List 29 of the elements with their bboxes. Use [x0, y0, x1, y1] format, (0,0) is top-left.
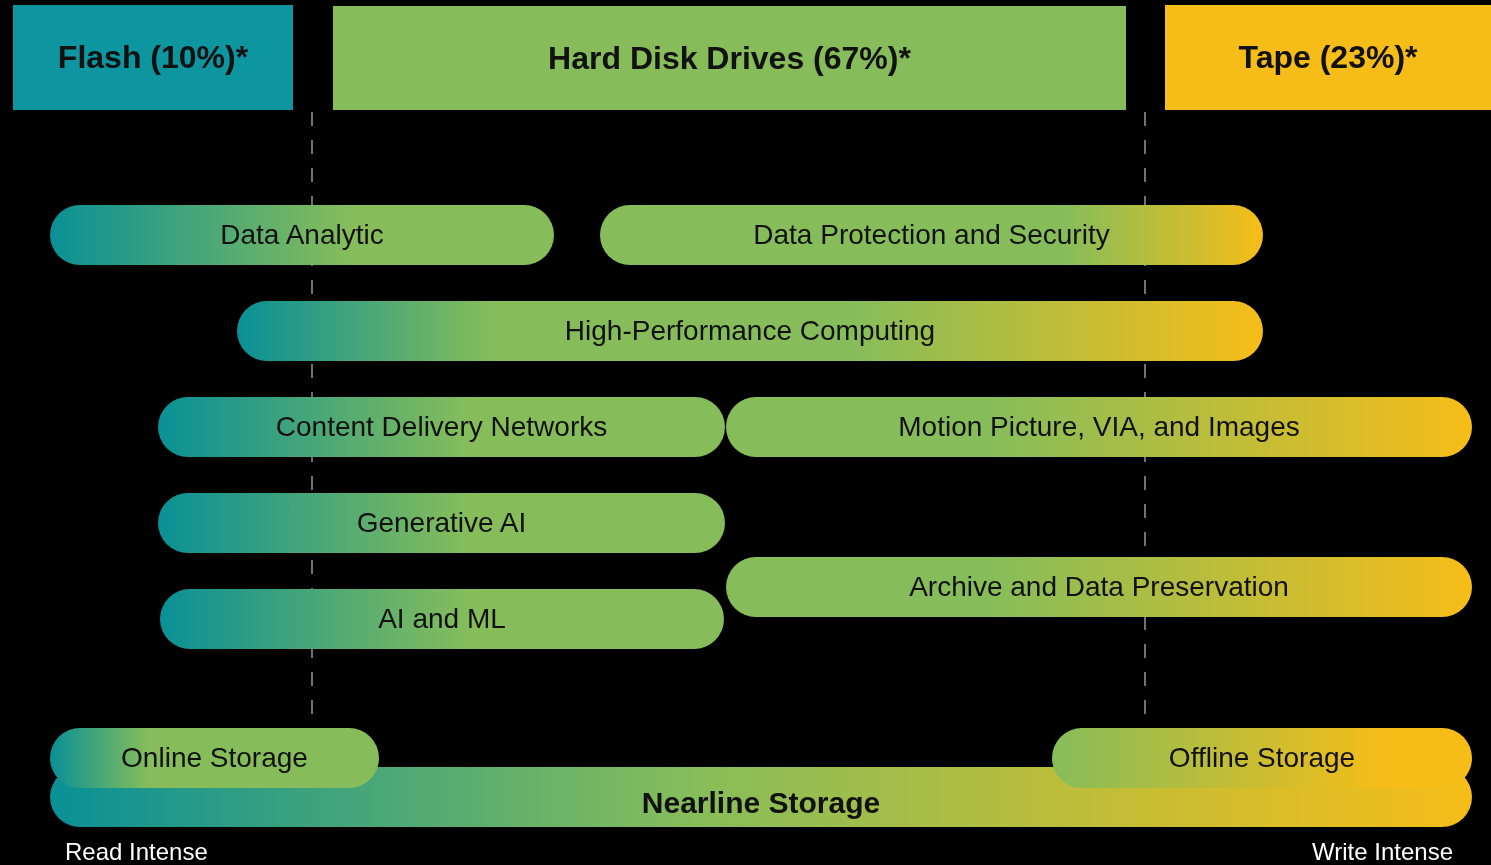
category-pill [726, 397, 1472, 457]
node-label: Online Storage [121, 742, 308, 774]
axis-end-label: Read Intense [65, 838, 208, 865]
category-pill [50, 205, 554, 265]
node-label: Content Delivery Networks [275, 411, 608, 443]
node-label: Data Protection and Security [753, 219, 1110, 251]
axis-end-label: Write Intense [1312, 838, 1453, 865]
node-label: Flash (10%)* [57, 39, 249, 76]
category-header [1165, 5, 1491, 110]
node-label: Motion Picture, VIA, and Images [898, 411, 1300, 443]
category-pill [237, 301, 1263, 361]
category-pill [726, 557, 1472, 617]
category-header [333, 6, 1126, 110]
category-pill [1052, 728, 1472, 788]
node-label: Hard Disk Drives (67%)* [548, 39, 911, 77]
category-pill [158, 397, 725, 457]
node-label: AI and ML [378, 603, 506, 635]
node-label: Archive and Data Preservation [909, 571, 1289, 603]
node-label: Data Analytic [220, 219, 384, 251]
category-header [13, 5, 293, 110]
node-label: High-Performance Computing [564, 315, 936, 347]
node-label: Offline Storage [1168, 742, 1356, 774]
node-label: Tape (23%)* [1238, 39, 1418, 76]
category-pill [600, 205, 1263, 265]
category-pill [160, 589, 724, 649]
node-label: Nearline Storage [641, 786, 881, 820]
category-pill [158, 493, 725, 553]
node-label: Generative AI [356, 507, 527, 539]
category-pill [50, 728, 379, 788]
